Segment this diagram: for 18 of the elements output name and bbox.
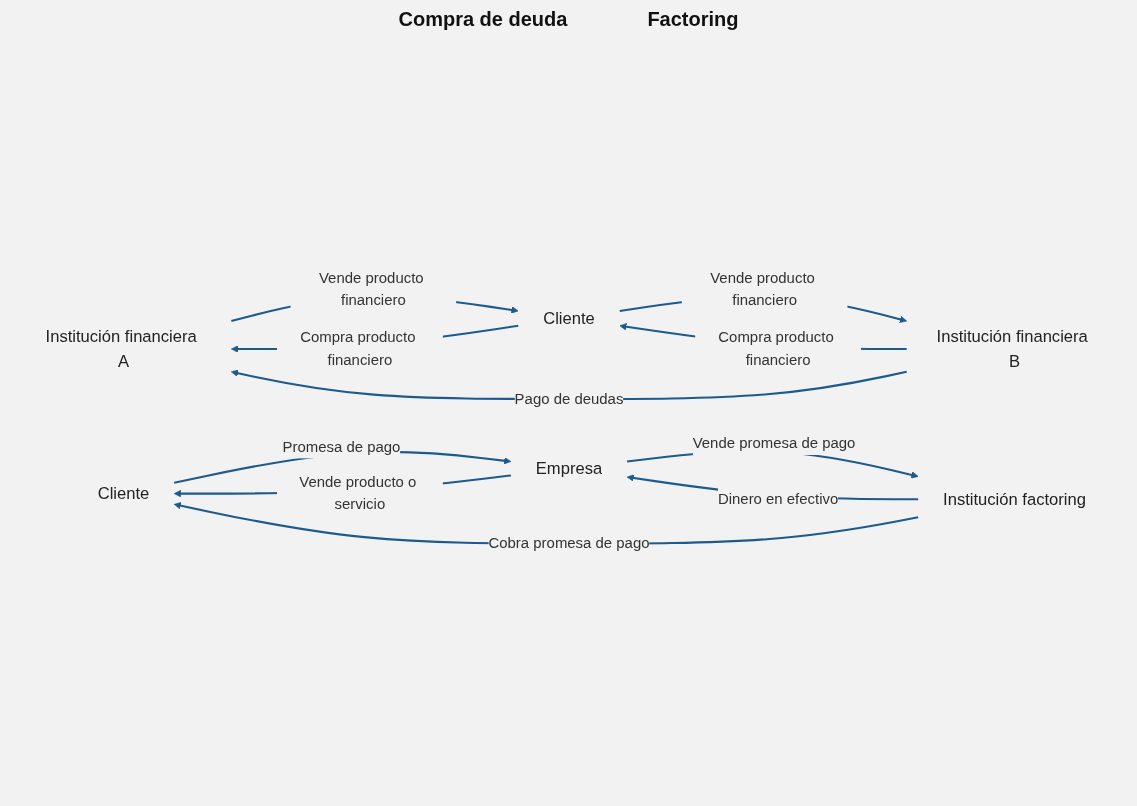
- edge-label: Compra producto financiero: [299, 329, 416, 369]
- section-heading: Factoring: [647, 8, 739, 31]
- node-text: Empresa: [535, 459, 602, 478]
- edge-label: Compra producto financiero: [717, 329, 834, 369]
- edge-label: Pago de deudas: [514, 390, 623, 407]
- edge-label: Vende promesa de pago: [692, 435, 855, 452]
- node-text: Institución factoring: [942, 490, 1086, 509]
- edge-label: Dinero en efectivo: [717, 490, 838, 508]
- node-text: Institución financiera A: [45, 327, 197, 371]
- node-text: Institución financiera B: [936, 327, 1088, 371]
- edge-label: Vende producto financiero: [318, 269, 424, 309]
- edge-label: Vende producto o servicio: [298, 473, 416, 513]
- edge-label: Promesa de pago: [282, 438, 400, 456]
- edge-label: Vende producto financiero: [709, 269, 815, 309]
- section-heading: Compra de deuda: [398, 8, 568, 31]
- edge-label: Cobra promesa de pago: [487, 534, 650, 552]
- node-text: Cliente: [97, 484, 149, 503]
- node-text: Cliente: [542, 309, 595, 328]
